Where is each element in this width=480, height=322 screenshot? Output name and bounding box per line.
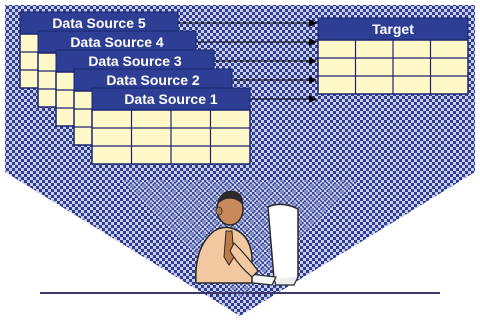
person-at-computer-icon xyxy=(195,190,299,286)
table-title: Target xyxy=(372,21,414,37)
table-title: Data Source 4 xyxy=(70,34,164,50)
table-title: Data Source 2 xyxy=(106,72,200,88)
table-source-5: Data Source 1 xyxy=(91,87,251,165)
target-table: Target xyxy=(317,17,469,95)
source-tables: Data Source 5 Data Source 4 Data Source 3 D… xyxy=(19,11,251,165)
table-title: Data Source 3 xyxy=(88,53,182,69)
connection-arrows xyxy=(178,19,317,103)
table-title: Data Source 1 xyxy=(124,91,218,107)
table-title: Data Source 5 xyxy=(52,15,146,31)
table-target: Target xyxy=(317,17,469,95)
